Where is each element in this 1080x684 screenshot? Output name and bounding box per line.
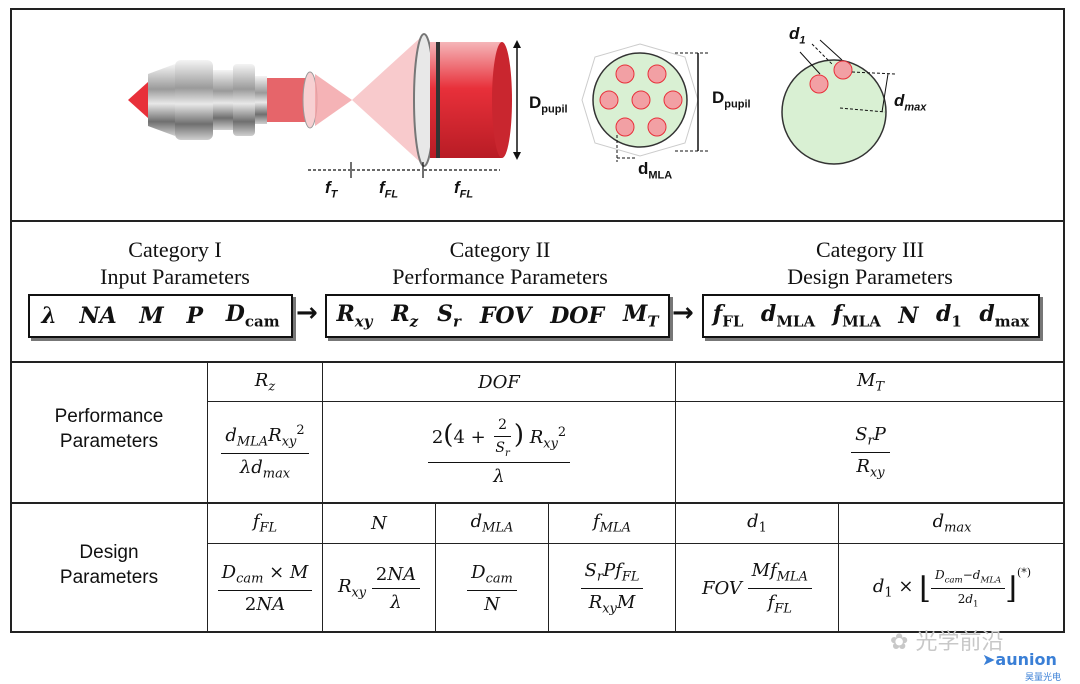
table-col-rule <box>435 503 436 633</box>
ffl-label-2: fFL <box>454 178 474 201</box>
table-rule <box>207 401 1065 402</box>
single-lenslet-geometry-icon <box>781 39 896 165</box>
table-col-rule <box>838 503 839 633</box>
beam-segment <box>267 78 307 122</box>
ft-label: fT <box>325 178 338 201</box>
ffl-label-1: fFL <box>379 178 399 201</box>
brand-subtitle: 昊量光电 <box>1025 673 1062 683</box>
watermark-text: ✿ 光学前沿 <box>890 630 1004 655</box>
objective-lens-icon <box>128 60 267 140</box>
d-mla-label: dMLA <box>638 159 673 182</box>
header-mt: MT <box>856 369 885 395</box>
header-rz: Rz <box>254 369 276 395</box>
header-ffl: fFL <box>252 511 278 536</box>
header-n: N <box>371 513 387 534</box>
brand-logo: ➤aunion <box>982 650 1057 669</box>
focal-distance-arrows <box>308 162 500 178</box>
design-parameters-box: fFL dMLA fMLA N d1 dmax <box>702 294 1040 338</box>
table-col-rule <box>675 362 676 633</box>
figure-frame <box>10 8 1065 633</box>
arrow-icon: → <box>672 298 694 328</box>
optical-setup-illustration <box>128 33 896 178</box>
wechat-icon: ✿ <box>890 630 909 655</box>
d-pupil-label: Dpupil <box>529 93 568 116</box>
tube-lens-icon <box>302 71 318 129</box>
dmax-label: dmax <box>894 91 927 114</box>
table-col-rule <box>322 362 323 633</box>
header-d1: d1 <box>747 511 767 536</box>
performance-parameters-box: Rxy Rz Sr FOV DOF MT <box>325 294 670 338</box>
header-fmla: fMLA <box>593 511 631 536</box>
mla-beam-cylinder <box>430 42 502 158</box>
table-col-rule <box>207 362 208 633</box>
diverging-beam <box>352 38 420 162</box>
microlens-array-icon <box>581 43 710 162</box>
converging-beam <box>315 74 352 126</box>
d1-label: d1 <box>789 24 806 47</box>
paper-plane-icon: ➤ <box>982 650 996 669</box>
header-dmax: dmax <box>932 511 972 536</box>
divider <box>10 220 1065 222</box>
header-dmla: dMLA <box>470 511 514 536</box>
table-rule <box>207 543 1065 544</box>
arrow-icon: → <box>296 298 318 328</box>
input-parameters-box: λ NA M P Dcam <box>28 294 293 338</box>
divider <box>10 361 1065 363</box>
table-divider <box>10 502 1065 504</box>
d-pupil-label-2: Dpupil <box>712 88 751 111</box>
table-col-rule <box>548 503 549 633</box>
header-dof: DOF <box>478 371 520 393</box>
